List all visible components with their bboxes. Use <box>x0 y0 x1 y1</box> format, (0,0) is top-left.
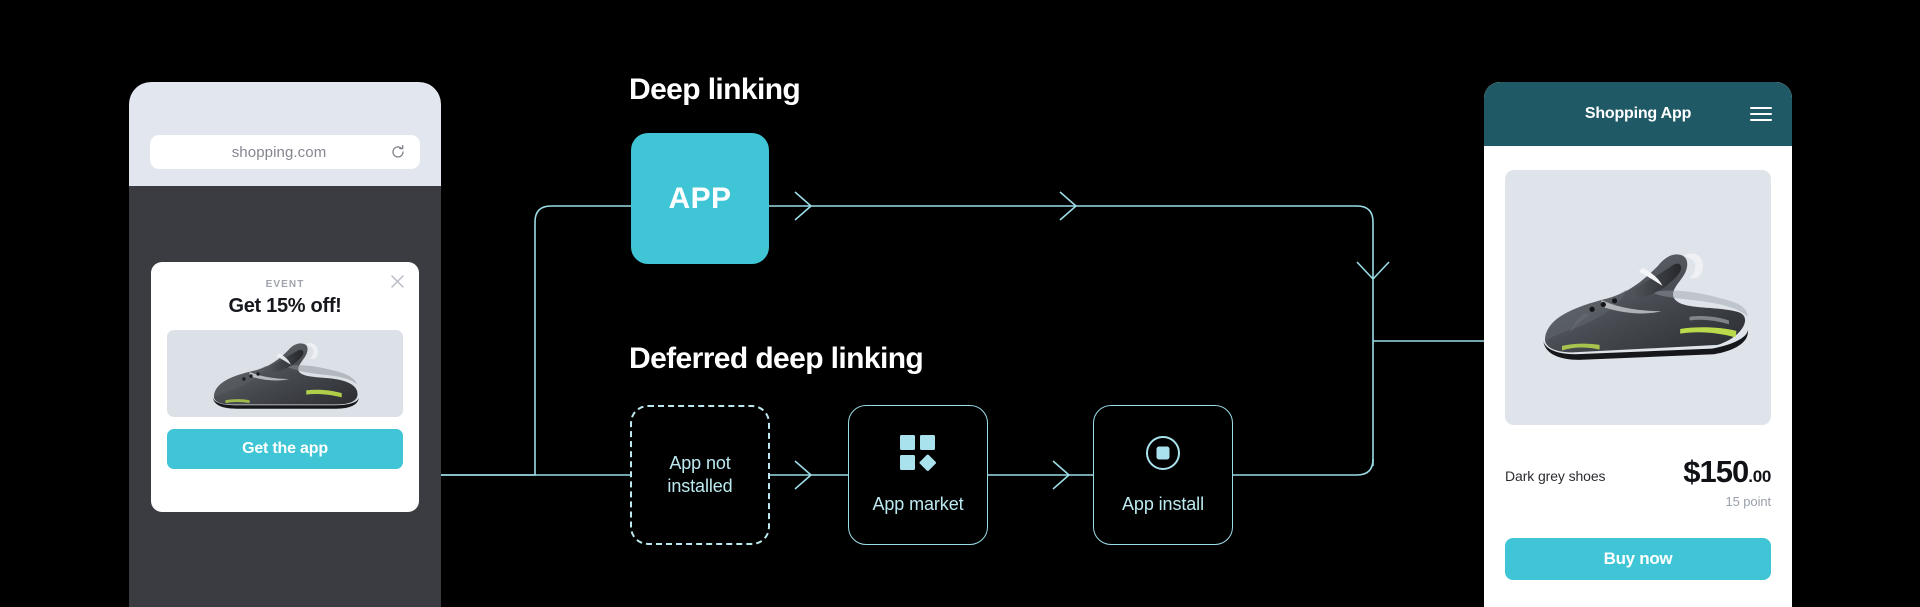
circle-square-icon <box>1144 434 1182 478</box>
node-app-not-installed[interactable]: App not installed <box>630 405 770 545</box>
url-field[interactable]: shopping.com <box>150 135 420 169</box>
product-price: $150 <box>1683 454 1749 489</box>
heading-deep-linking: Deep linking <box>629 73 801 106</box>
node-app-not-installed-label-line2: installed <box>667 476 733 496</box>
right-phone-mockup: Shopping App <box>1484 82 1792 607</box>
promo-eyebrow: EVENT <box>265 279 305 290</box>
get-the-app-button[interactable]: Get the app <box>167 429 403 469</box>
node-app-install[interactable]: App install <box>1093 405 1233 545</box>
node-app[interactable]: APP <box>631 133 769 264</box>
promo-modal: EVENT Get 15% off! <box>151 262 419 512</box>
url-text: shopping.com <box>231 143 327 161</box>
browser-address-bar: shopping.com <box>129 82 441 186</box>
left-phone-mockup: shopping.com EVENT Get 15% off! <box>129 82 441 607</box>
product-name: Dark grey shoes <box>1505 468 1606 484</box>
app-title: Shopping App <box>1584 105 1692 122</box>
promo-product-image <box>167 330 403 417</box>
node-app-market-label: App market <box>872 493 964 514</box>
promo-title: Get 15% off! <box>228 295 342 317</box>
app-header-bar: Shopping App <box>1484 82 1792 146</box>
product-image <box>1505 170 1771 425</box>
node-app-label: APP <box>668 181 732 215</box>
node-app-market[interactable]: App market <box>848 405 988 545</box>
node-app-not-installed-label-line1: App not <box>669 452 731 473</box>
reload-icon[interactable] <box>390 144 406 160</box>
close-icon[interactable] <box>389 273 406 290</box>
heading-deferred-deep-linking: Deferred deep linking <box>629 342 924 375</box>
product-price-block: $150.00 15 point <box>1683 454 1771 509</box>
sneaker-illustration <box>1543 253 1748 360</box>
buy-now-button[interactable]: Buy now <box>1505 538 1771 580</box>
grid-squares-icon <box>899 434 937 478</box>
sneaker-illustration <box>212 342 359 409</box>
node-app-install-label: App install <box>1122 493 1204 514</box>
hamburger-icon[interactable] <box>1750 106 1772 122</box>
product-price-cents: .00 <box>1748 467 1771 486</box>
product-points: 15 point <box>1725 494 1772 509</box>
